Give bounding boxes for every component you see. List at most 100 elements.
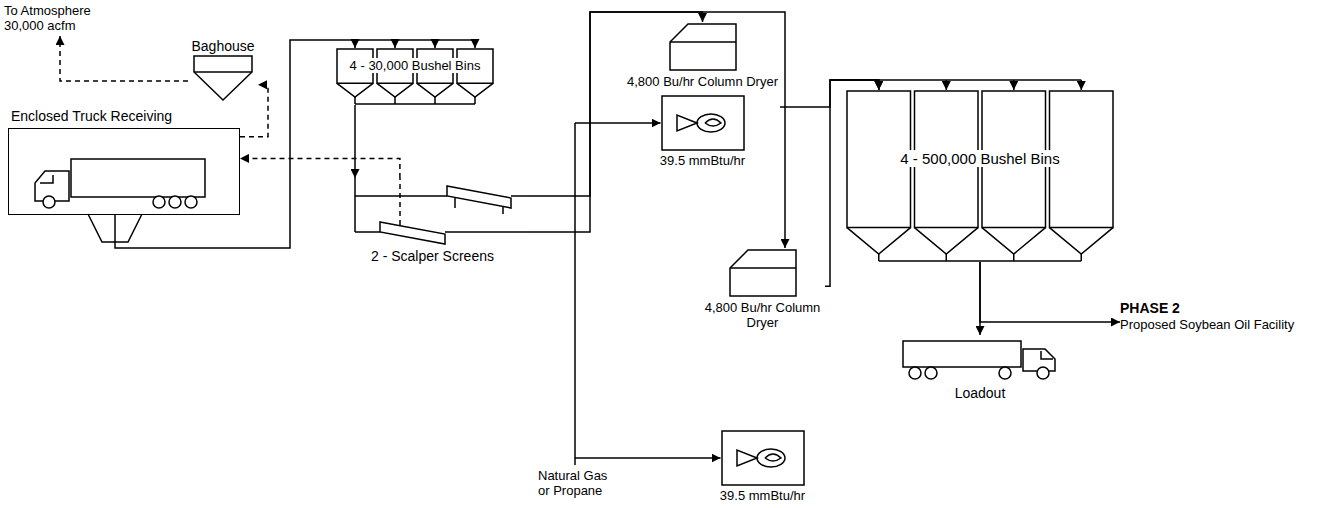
dryer-line bbox=[670, 41, 736, 43]
node-box: 2 - Scalper Screens bbox=[335, 178, 530, 270]
scalper-screen bbox=[380, 222, 445, 244]
node-box: 4 - 30,000 Bushel Bins bbox=[335, 48, 495, 105]
node-box: 4,800 Bu/hr Column Dryer 39.5 mmBtu/hr bbox=[625, 22, 780, 192]
bin-hopper bbox=[1050, 228, 1114, 254]
scalper-screen bbox=[447, 186, 511, 208]
burner-box bbox=[661, 95, 745, 151]
truck-wheel bbox=[185, 196, 197, 208]
fill-arrow bbox=[394, 40, 396, 48]
receiving-hopper bbox=[8, 214, 240, 246]
note-label: Natural Gas or Propane bbox=[538, 468, 618, 498]
flow-arrow bbox=[354, 105, 356, 178]
outline bbox=[722, 431, 804, 485]
burner-nozzle bbox=[737, 450, 757, 466]
baghouse-line bbox=[194, 71, 252, 73]
flow-arrow bbox=[530, 12, 785, 248]
scalper-outlet bbox=[445, 231, 530, 233]
fuel-line bbox=[575, 457, 721, 459]
node-label: 4,800 Bu/hr Column Dryer bbox=[627, 74, 778, 89]
node-label: 4 - 500,000 Bushel Bins bbox=[897, 150, 1062, 167]
dust-line bbox=[399, 178, 401, 225]
truck-wheel bbox=[925, 367, 937, 379]
fill-arrow bbox=[1081, 80, 1083, 90]
bin-outlet bbox=[1081, 254, 1083, 261]
node-box: PHASE 2Proposed Soybean Oil Facility bbox=[1120, 300, 1320, 344]
fill-header bbox=[830, 79, 1081, 81]
bin-hopper bbox=[377, 83, 413, 97]
node-label: Proposed Soybean Oil Facility bbox=[1120, 317, 1320, 332]
note-label: To Atmosphere 30,000 acfm bbox=[4, 3, 114, 33]
fill-arrow bbox=[434, 40, 436, 48]
fill-arrow bbox=[1013, 80, 1015, 90]
outline bbox=[88, 214, 142, 242]
bin-hopper bbox=[915, 228, 979, 254]
flow-arrow bbox=[240, 158, 400, 178]
node-label: 39.5 mmBtu/hr bbox=[720, 488, 805, 503]
node-label: Loadout bbox=[895, 385, 1065, 401]
outline bbox=[662, 96, 744, 150]
scalper-screens bbox=[335, 178, 530, 248]
scalper-outlet bbox=[511, 195, 530, 197]
node-box: 4 - 500,000 Bushel Bins bbox=[845, 90, 1115, 262]
node-box: Enclosed Truck Receiving bbox=[8, 128, 240, 215]
flow-arrow bbox=[115, 40, 355, 248]
scalper-leg bbox=[455, 198, 503, 214]
baghouse-symbol bbox=[188, 54, 258, 104]
truck-window bbox=[1041, 351, 1053, 359]
outline bbox=[730, 250, 796, 296]
fill-arrow bbox=[474, 40, 476, 48]
bin-outlet bbox=[474, 97, 476, 104]
burner-flame bbox=[697, 114, 725, 132]
truck-symbol bbox=[895, 335, 1065, 381]
bin-hopper bbox=[982, 228, 1046, 254]
exhaust-line bbox=[60, 36, 188, 81]
truck-wheel bbox=[999, 367, 1011, 379]
bin-collector bbox=[355, 103, 475, 105]
bin-collector bbox=[879, 260, 1082, 262]
flow-arrow bbox=[240, 85, 268, 137]
truck-wheel bbox=[169, 196, 181, 208]
column-dryer bbox=[668, 22, 738, 72]
node-label: Baghouse bbox=[188, 38, 258, 54]
feed-line bbox=[355, 178, 447, 232]
truck-trailer bbox=[903, 341, 1021, 367]
burner-flame bbox=[757, 449, 785, 467]
flow-arrow bbox=[530, 12, 703, 196]
truck-window bbox=[40, 175, 53, 183]
node-label: 4 - 30,000 Bushel Bins bbox=[347, 58, 484, 73]
node-label: Enclosed Truck Receiving bbox=[11, 108, 241, 124]
node-box: 4,800 Bu/hr Column Dryer 39.5 mmBtu/hr bbox=[700, 248, 825, 503]
label-box: To Atmosphere 30,000 acfm bbox=[4, 3, 114, 33]
label-box: Natural Gas or Propane bbox=[538, 468, 618, 498]
bin-outlet bbox=[394, 97, 396, 104]
flame-core bbox=[765, 454, 781, 461]
bin-hopper bbox=[337, 83, 373, 97]
dryer-line bbox=[730, 267, 796, 269]
node-box: Loadout bbox=[895, 335, 1065, 407]
truck-wheel bbox=[1037, 367, 1049, 379]
truck-trailer bbox=[71, 159, 205, 197]
node-label: 39.5 mmBtu/hr bbox=[660, 153, 745, 168]
node-label: 2 - Scalper Screens bbox=[335, 248, 530, 264]
bin-group bbox=[335, 48, 495, 105]
burner-nozzle bbox=[677, 115, 697, 131]
bin-outlet bbox=[1013, 254, 1015, 261]
node-label: 4,800 Bu/hr Column Dryer bbox=[700, 300, 825, 330]
bin-hopper bbox=[457, 83, 493, 97]
truck-wheel bbox=[153, 196, 165, 208]
outline bbox=[194, 56, 252, 100]
bin-outlet bbox=[434, 97, 436, 104]
bin-group bbox=[845, 90, 1115, 262]
truck-symbol bbox=[9, 129, 241, 216]
truck-wheel bbox=[909, 367, 921, 379]
flow-arrow bbox=[825, 80, 879, 286]
bin-hopper bbox=[417, 83, 453, 97]
fill-arrow bbox=[946, 80, 948, 90]
bin-outlet bbox=[878, 254, 880, 261]
outline bbox=[670, 24, 736, 70]
flow-arrow bbox=[980, 262, 1120, 322]
fuel-line bbox=[575, 122, 661, 124]
node-heading: PHASE 2 bbox=[1120, 300, 1320, 317]
truck-wheel bbox=[43, 196, 55, 208]
